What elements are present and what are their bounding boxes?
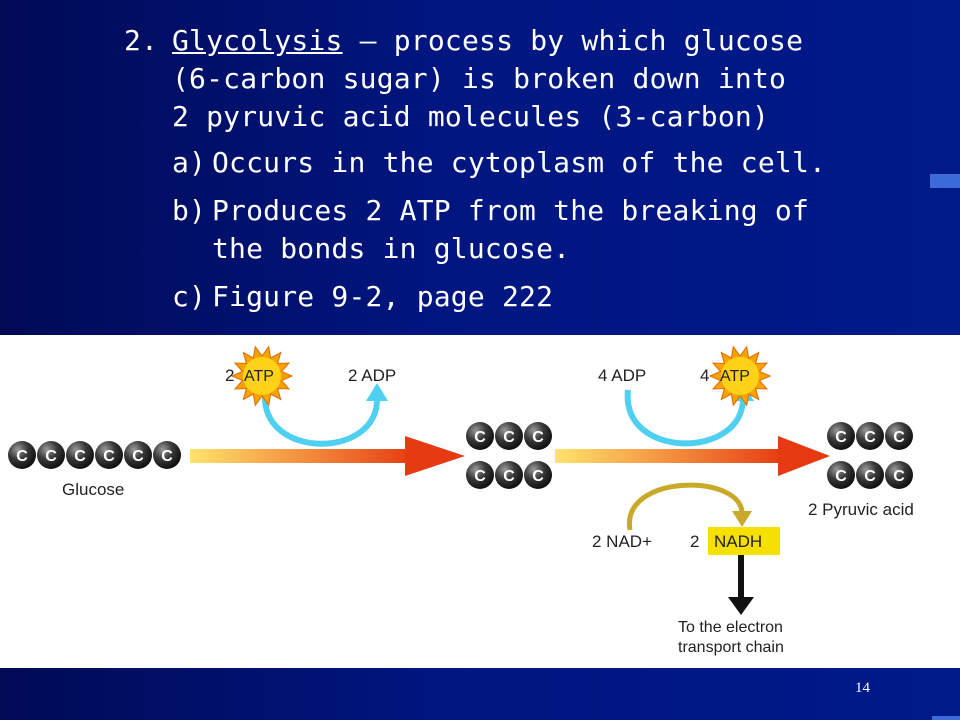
carbon-atom xyxy=(827,461,855,489)
electron-chain-label-1: To the electron xyxy=(678,619,783,636)
bullet-b-marker: b) xyxy=(172,194,207,227)
carbon-atom-label: C xyxy=(893,468,905,485)
carbon-atom xyxy=(495,461,523,489)
carbon-atom-label: C xyxy=(532,468,544,485)
electron-chain-label-2: transport chain xyxy=(678,639,784,656)
slide-text-area: 2. Glycolysis – process by which glucose… xyxy=(0,0,960,335)
definition-line-2: (6-carbon sugar) is broken down into xyxy=(172,62,787,95)
bullet-a-text: Occurs in the cytoplasm of the cell. xyxy=(212,146,827,179)
pyruvic-acid-label: 2 Pyruvic acid xyxy=(808,500,914,519)
atp-in-label: ATP xyxy=(244,368,274,385)
carbon-atom-label: C xyxy=(532,429,544,446)
carbon-atom xyxy=(95,441,123,469)
carbon-atom-label: C xyxy=(161,448,173,465)
carbon-atom xyxy=(37,441,65,469)
carbon-atom xyxy=(124,441,152,469)
carbon-atom xyxy=(524,461,552,489)
nad-label: 2 NAD+ xyxy=(592,532,652,551)
carbon-atom xyxy=(495,422,523,450)
carbon-atom xyxy=(8,441,36,469)
bullet-b-text-2: the bonds in glucose. xyxy=(212,232,571,265)
nadh-label: NADH xyxy=(714,532,762,551)
nad-to-nadh-arrow xyxy=(627,482,745,531)
starburst-core xyxy=(721,357,759,395)
carbon-atom xyxy=(524,422,552,450)
carbon-atom-label: C xyxy=(474,429,486,446)
atp-out-count: 4 xyxy=(700,366,709,385)
carbon-atom xyxy=(885,461,913,489)
nadh-box xyxy=(708,527,780,555)
carbon-atom xyxy=(66,441,94,469)
carbon-atom-label: C xyxy=(835,429,847,446)
glycolysis-term: Glycolysis xyxy=(172,24,343,57)
carbon-atom xyxy=(885,422,913,450)
glucose-to-intermediate-arrow xyxy=(190,436,465,476)
nadh-count: 2 xyxy=(690,532,699,551)
bullet-c-text: Figure 9-2, page 222 xyxy=(212,280,554,313)
carbon-atom-label: C xyxy=(474,468,486,485)
atp-to-adp-arrow xyxy=(261,392,381,447)
carbon-atom-label: C xyxy=(16,448,28,465)
carbon-atom xyxy=(466,422,494,450)
adp-to-atp-arrow xyxy=(624,389,747,447)
slide-accent-bar xyxy=(930,174,960,188)
glucose-label: Glucose xyxy=(62,480,124,499)
bullet-c-marker: c) xyxy=(172,280,207,313)
bullet-a-marker: a) xyxy=(172,146,207,179)
carbon-atom-label: C xyxy=(864,429,876,446)
atp-starburst-left xyxy=(230,345,294,407)
carbon-atom-label: C xyxy=(893,429,905,446)
carbon-atom-label: C xyxy=(503,429,515,446)
carbon-atom-label: C xyxy=(132,448,144,465)
slide-page-number: 14 xyxy=(855,680,870,696)
item-number: 2. xyxy=(124,24,159,57)
definition-line-1: Glycolysis – process by which glucose xyxy=(172,24,803,58)
atp-starburst-right xyxy=(708,345,772,407)
starburst-core xyxy=(243,357,281,395)
carbon-atom-label: C xyxy=(503,468,515,485)
nadh-arrowhead xyxy=(732,511,752,527)
definition-line-3: 2 pyruvic acid molecules (3-carbon) xyxy=(172,100,770,133)
adp-out-label: 2 ADP xyxy=(348,366,396,385)
carbon-atom xyxy=(827,422,855,450)
definition-text-1: – process by which glucose xyxy=(342,24,804,57)
carbon-atom xyxy=(466,461,494,489)
atp-in-count: 2 xyxy=(225,366,234,385)
carbon-atom xyxy=(153,441,181,469)
adp-arrowhead xyxy=(366,383,388,401)
atp-out-label: ATP xyxy=(720,368,750,385)
carbon-atom xyxy=(856,422,884,450)
electron-transport-arrowhead xyxy=(728,597,754,615)
carbon-atom-label: C xyxy=(103,448,115,465)
electron-transport-arrow-shaft xyxy=(738,555,744,603)
carbon-atom-label: C xyxy=(74,448,86,465)
bullet-b-text-1: Produces 2 ATP from the breaking of xyxy=(212,194,810,227)
carbon-atom-label: C xyxy=(864,468,876,485)
adp-in-label: 4 ADP xyxy=(598,366,646,385)
intermediate-to-pyruvate-arrow xyxy=(555,436,830,476)
carbon-atom-label: C xyxy=(835,468,847,485)
slide-accent-bar-bottom xyxy=(932,716,960,720)
carbon-atom-label: C xyxy=(45,448,57,465)
carbon-atom xyxy=(856,461,884,489)
